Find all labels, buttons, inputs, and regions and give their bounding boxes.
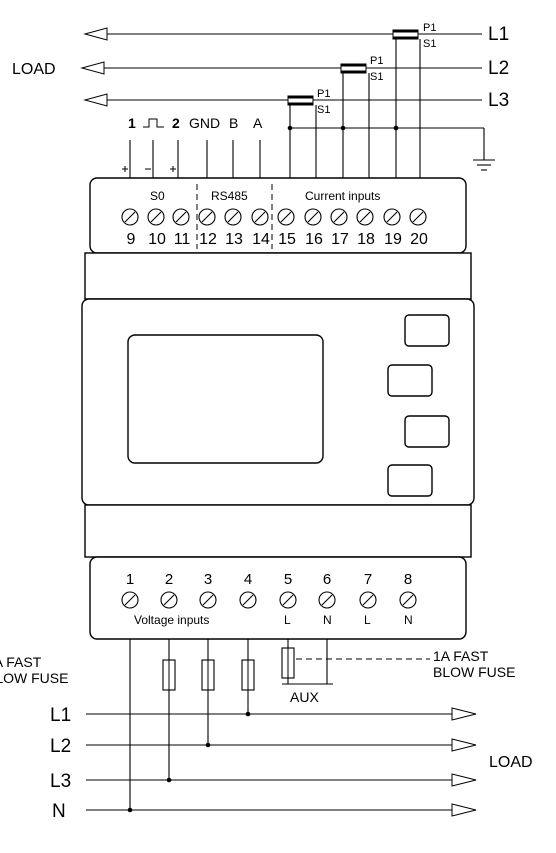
terminal-number-top: 9 bbox=[127, 231, 136, 248]
meter-button-2[interactable] bbox=[387, 364, 433, 397]
fuse-left-label-line-1: 1A FAST bbox=[0, 654, 42, 670]
terminal-number-top: 10 bbox=[148, 231, 166, 248]
terminal-number-top: 13 bbox=[225, 231, 243, 248]
screw-slot bbox=[150, 211, 162, 223]
terminal-number-top: 19 bbox=[384, 231, 402, 248]
top-screw-row: 9 10 11 12 13 14 15 16 17 18 19 20 bbox=[121, 208, 428, 248]
screw-slot bbox=[282, 594, 294, 606]
screw-slot bbox=[362, 594, 374, 606]
screw-slot bbox=[175, 211, 187, 223]
rs485-b-label: B bbox=[229, 115, 238, 131]
bottom-screw-row: 1 2 3 4 5 6 7 8 bbox=[121, 571, 417, 609]
top-load-label: LOAD bbox=[12, 61, 56, 78]
arrow-left-icon bbox=[80, 61, 105, 75]
screw-slot bbox=[124, 211, 136, 223]
screw-slot bbox=[201, 211, 213, 223]
arrow-right-icon bbox=[451, 738, 477, 752]
terminal-number-top: 20 bbox=[410, 231, 428, 248]
aux-label: AUX bbox=[290, 689, 319, 705]
screw-slot bbox=[386, 211, 398, 223]
terminal-number-top: 17 bbox=[331, 231, 349, 248]
arrow-left-icon bbox=[83, 93, 108, 107]
rs485-a-label: A bbox=[253, 115, 263, 131]
terminal-number-top: 14 bbox=[252, 231, 270, 248]
terminal-number-top: 15 bbox=[278, 231, 296, 248]
bottom-sub-label-8: N bbox=[404, 613, 413, 627]
bottom-line-l1-label: L1 bbox=[50, 705, 71, 726]
s0-pin-2-label: 2 bbox=[172, 115, 180, 131]
current-inputs-group-label: Current inputs bbox=[305, 189, 380, 203]
terminal-number-bottom: 2 bbox=[165, 571, 173, 588]
arrow-left-icon bbox=[83, 27, 108, 41]
fuse-left-label-line-2: BLOW FUSE bbox=[0, 670, 68, 686]
terminal-number-bottom: 6 bbox=[323, 571, 331, 588]
bottom-line-n-label: N bbox=[52, 801, 66, 822]
screw-slot bbox=[402, 594, 414, 606]
screw-slot bbox=[124, 594, 136, 606]
ct-wiring bbox=[287, 39, 495, 178]
terminal-number-bottom: 5 bbox=[284, 571, 292, 588]
voltage-inputs-group-label: Voltage inputs bbox=[134, 613, 209, 627]
bottom-sub-label-7: L bbox=[364, 613, 371, 627]
arrow-right-icon bbox=[451, 707, 477, 721]
fuse-right-label-line-2: BLOW FUSE bbox=[433, 664, 515, 680]
terminal-number-top: 12 bbox=[199, 231, 217, 248]
arrow-right-icon bbox=[451, 803, 477, 817]
rs485-group-label: RS485 bbox=[211, 189, 248, 203]
bottom-sub-label-6: N bbox=[323, 613, 332, 627]
terminal-number-top: 18 bbox=[357, 231, 375, 248]
bottom-wiring: AUX 1A FAST BLOW FUSE 1A FAST BLOW FUSE … bbox=[0, 639, 533, 822]
ct-l3-p-label: P1 bbox=[317, 88, 330, 100]
pulse-icon bbox=[143, 118, 164, 128]
rs485-gnd-label: GND bbox=[189, 115, 220, 131]
top-line-l2-label: L2 bbox=[488, 58, 509, 79]
ct-l2-s-label: S1 bbox=[370, 71, 383, 83]
terminal-number-bottom: 1 bbox=[126, 571, 134, 588]
bottom-sub-label-5: L bbox=[284, 613, 291, 627]
screw-slot bbox=[280, 211, 292, 223]
meter-button-1[interactable] bbox=[404, 314, 450, 347]
terminal-number-bottom: 4 bbox=[244, 571, 252, 588]
s0-rs485-wiring: 1 2 GND B A bbox=[122, 115, 263, 178]
top-lines: L1 L2 L3 LOAD bbox=[12, 24, 509, 111]
bottom-terminal-block bbox=[89, 556, 467, 640]
ct-l1-p-label: P1 bbox=[423, 22, 436, 34]
screw-slot bbox=[307, 211, 319, 223]
ct-l2-p-label: P1 bbox=[370, 55, 383, 67]
screw-slot bbox=[359, 211, 371, 223]
screw-slot bbox=[321, 594, 333, 606]
terminal-number-bottom: 3 bbox=[204, 571, 212, 588]
meter-button-3[interactable] bbox=[404, 415, 450, 448]
screw-slot bbox=[242, 594, 254, 606]
ct-l3-s-label: S1 bbox=[317, 104, 330, 116]
top-line-l3-label: L3 bbox=[488, 90, 509, 111]
screw-slot bbox=[254, 211, 266, 223]
terminal-number-bottom: 7 bbox=[364, 571, 372, 588]
device-lower-band bbox=[84, 504, 472, 558]
bottom-line-l2-label: L2 bbox=[50, 736, 71, 757]
arrow-right-icon bbox=[451, 773, 477, 787]
s0-pin-1-label: 1 bbox=[128, 115, 136, 131]
screw-slot bbox=[412, 211, 424, 223]
fuse-right-label-line-1: 1A FAST bbox=[433, 648, 489, 664]
top-line-l1-label: L1 bbox=[488, 24, 509, 45]
screw-slot bbox=[333, 211, 345, 223]
screw-slot bbox=[227, 211, 239, 223]
bottom-line-l3-label: L3 bbox=[50, 771, 71, 792]
terminal-number-top: 16 bbox=[305, 231, 323, 248]
terminal-number-top: 11 bbox=[174, 231, 191, 248]
ct-l1-s-label: S1 bbox=[423, 38, 436, 50]
lcd-display bbox=[127, 334, 324, 464]
s0-group-label: S0 bbox=[150, 189, 165, 203]
terminal-number-bottom: 8 bbox=[404, 571, 412, 588]
bottom-load-label: LOAD bbox=[489, 754, 533, 771]
screw-slot bbox=[163, 594, 175, 606]
screw-slot bbox=[202, 594, 214, 606]
current-transformers: P1 S1 P1 S1 P1 S1 bbox=[287, 22, 436, 116]
meter-button-4[interactable] bbox=[387, 464, 433, 497]
ground-icon bbox=[473, 159, 495, 171]
device-upper-band bbox=[84, 252, 472, 300]
